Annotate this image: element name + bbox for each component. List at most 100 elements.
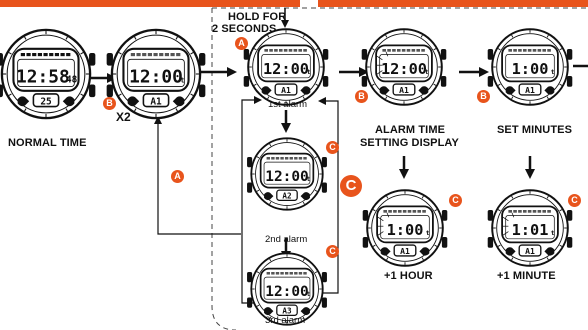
side-button-left-top [0, 53, 3, 66]
bezel-tick [559, 244, 563, 247]
lcd-bar-segment [278, 49, 283, 52]
lcd-bar-segment [508, 49, 512, 52]
watch-inner-ring [496, 194, 564, 262]
lcd-bar-segment [407, 210, 412, 213]
bezel-tick [420, 34, 423, 38]
lcd-screen [263, 276, 311, 300]
lcd-bar-segment [383, 210, 387, 213]
bezel-tick [256, 304, 260, 307]
lcd-sub: t [551, 230, 555, 237]
bottom-indicator-box [142, 93, 170, 108]
lcd-bar-segment [547, 49, 551, 52]
lcd-bar-segment [32, 53, 37, 57]
bezel-tick [8, 52, 12, 55]
lcd-main-digits: 12:00 [129, 66, 183, 87]
bezel-tick [65, 36, 68, 40]
lcd-sub: t [307, 291, 311, 298]
bezel-tick [371, 83, 375, 86]
lcd-bar-segment [142, 53, 147, 57]
lcd-screen [263, 161, 311, 185]
bottom-indicator-text: A2 [282, 192, 291, 201]
lcd-bar-segment [37, 53, 43, 57]
bottom-indicator-text: A1 [525, 246, 535, 256]
button-c-badge-large: C [340, 175, 362, 197]
bezel-tick [302, 34, 305, 38]
bottom-left-arrow [505, 86, 516, 95]
lcd-bar-segment [289, 272, 293, 275]
lcd-sub: t [426, 230, 430, 237]
hold-label: HOLD FOR 2 SECONDS [212, 11, 287, 35]
bezel-tick [386, 195, 389, 199]
bezel-tick [256, 271, 260, 274]
normal-time-label: NORMAL TIME [8, 137, 87, 149]
bezel-tick [80, 52, 84, 55]
hold-label-line2: 2 SECONDS [212, 23, 277, 35]
lcd-bar-segment [283, 49, 288, 52]
top-banner-left [0, 0, 300, 7]
bezel-tick [372, 209, 376, 212]
side-button-right-bottom [440, 76, 447, 87]
lcd-bar-segment [422, 210, 426, 213]
bezel-tick [421, 195, 424, 199]
side-button-left-top [243, 49, 250, 60]
lcd-main-digits: 12:00 [263, 60, 309, 78]
lcd-bar-segment [532, 49, 537, 52]
bezel-tick [315, 48, 319, 51]
side-button-right-top [322, 49, 329, 60]
lcd-bar-segment [532, 210, 537, 213]
bezel-tick [371, 48, 375, 51]
bezel-tick [559, 83, 563, 86]
lcd-screen [261, 54, 311, 79]
side-button-right-bottom [566, 237, 573, 248]
lcd-bar-segment [54, 53, 60, 57]
button-c-badge-1: C [326, 141, 339, 154]
lcd-bar-segment [274, 49, 278, 52]
bezel-tick [511, 257, 514, 261]
lcd-sub: t [307, 69, 311, 76]
hold-label-line1: HOLD FOR [228, 11, 287, 23]
bezel-tick [497, 209, 501, 212]
bezel-tick [134, 108, 137, 112]
bezel-tick [497, 48, 501, 51]
blink-ray [502, 231, 509, 236]
lcd-bar-segment [412, 210, 417, 213]
button-b-badge-1: B [103, 97, 116, 110]
bezel-tick [302, 258, 305, 262]
side-button-left-bottom [361, 76, 368, 87]
lcd-sub: t [180, 75, 184, 84]
lcd-bar-segment [170, 53, 175, 57]
lcd-main-digits: 12:00 [381, 60, 427, 78]
lcd-bar-segment [382, 49, 386, 52]
bezel-tick [511, 195, 514, 199]
lcd-bar-segment [298, 49, 303, 52]
side-button-right-bottom [199, 84, 206, 98]
bezel-tick [497, 83, 501, 86]
bezel-tick [175, 108, 178, 112]
bezel-tick [269, 201, 272, 205]
side-button-left-top [247, 157, 253, 168]
bottom-right-arrow [419, 247, 430, 256]
button-c-badge-2: C [326, 245, 339, 258]
watch-inner-ring [370, 33, 438, 101]
watch-inner-ring [255, 142, 319, 206]
lcd-bar-segment [293, 49, 298, 52]
side-button-left-top [362, 210, 369, 221]
lcd-screen [505, 54, 555, 79]
lcd-bar-segment [280, 157, 284, 160]
bezel-tick [256, 189, 260, 192]
lcd-bar-segment [294, 272, 298, 275]
lcd-bar-segment [416, 49, 421, 52]
lcd-bar-segment [49, 53, 54, 57]
bezel-tick [314, 189, 318, 192]
button-a-badge-2: A [171, 170, 184, 183]
lcd-bar-segment [388, 210, 392, 213]
lcd-bar-segment [392, 49, 396, 52]
lcd-bar-segment [288, 49, 293, 52]
lcd-bar-segment [303, 49, 307, 52]
